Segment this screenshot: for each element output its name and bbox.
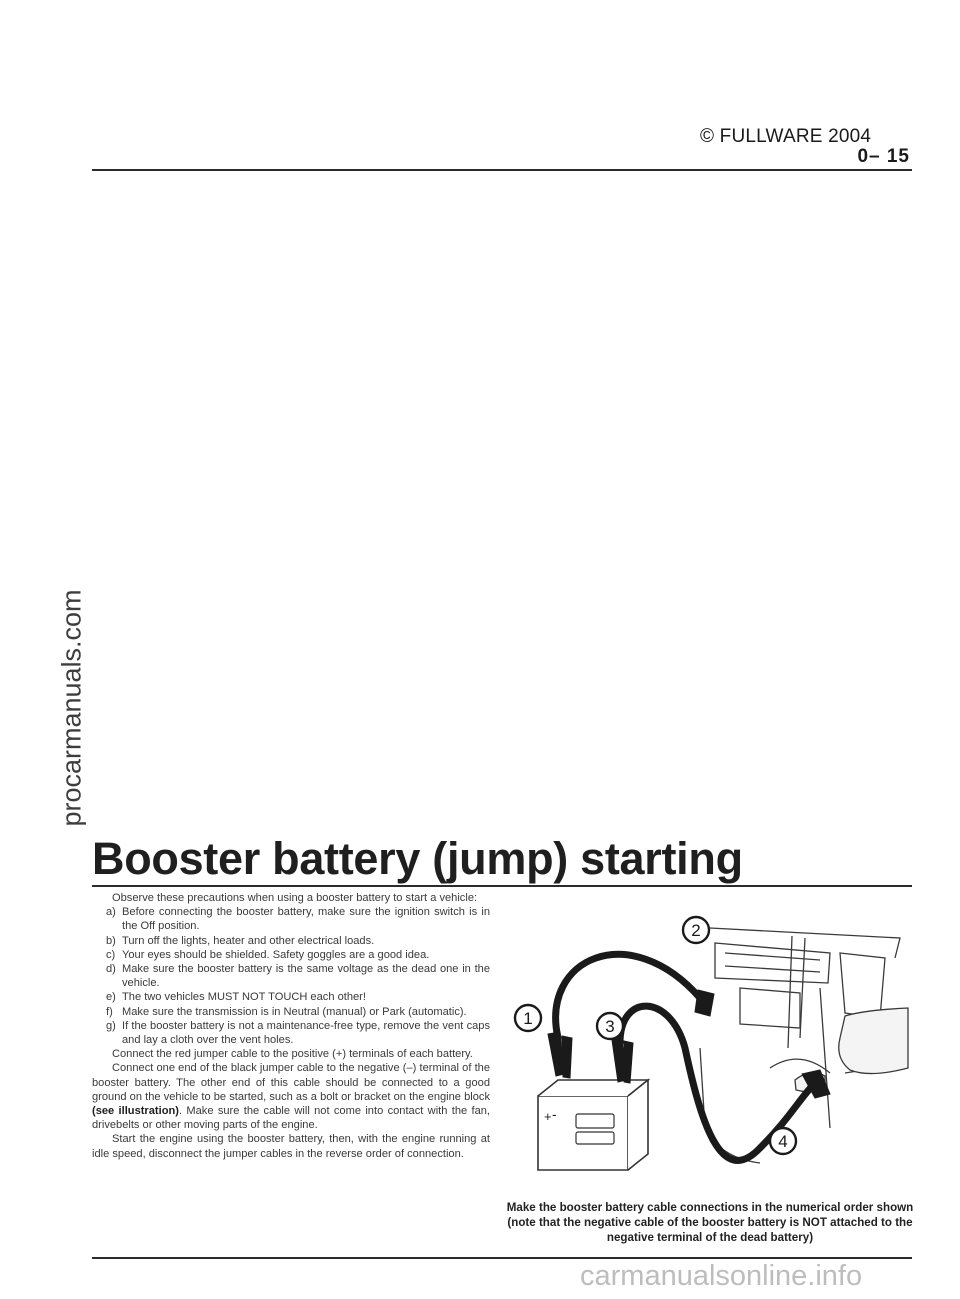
list-marker: b) [106,934,116,947]
jump-start-illustration: + - 1 2 3 4 [513,915,909,1171]
list-marker: d) [106,963,116,976]
title-rule [92,885,912,887]
black-cable-paragraph: Connect one end of the black jumper cabl… [92,1061,490,1132]
battery-minus-label: - [552,1106,557,1122]
list-marker: a) [106,906,116,919]
bottom-watermark: carmanualsonline.info [580,1260,863,1292]
body-text: Observe these precautions when using a b… [92,891,490,1161]
callout-3: 3 [595,1011,625,1041]
illustration-reference: (see illustration) [92,1105,179,1118]
cable-clamps [547,989,831,1099]
black-cable-text: Connect one end of the black jumper cabl… [92,1062,490,1103]
callout-1-label: 1 [523,1009,532,1028]
footer-rule [92,1257,912,1259]
black-cable-text-end: . Make sure the cable will not come into… [92,1105,491,1132]
precaution-text: Make sure the booster battery is the sam… [122,963,490,990]
callout-2: 2 [681,915,711,945]
precautions-list: a) Before connecting the booster battery,… [92,905,490,1047]
start-paragraph: Start the engine using the booster batte… [92,1133,490,1160]
precaution-item: a) Before connecting the booster battery,… [106,905,490,933]
precaution-text: Your eyes should be shielded. Safety gog… [122,948,430,961]
list-marker: c) [106,948,116,961]
page-number: 0– 15 [857,146,910,167]
callout-1: 1 [513,1003,543,1033]
booster-battery: + - [537,1078,651,1171]
list-marker: f) [106,1005,113,1018]
list-marker: e) [106,991,116,1004]
callout-4-label: 4 [778,1132,787,1151]
positive-cable [552,951,704,1042]
section-title: Booster battery (jump) starting [92,833,743,884]
precaution-item: f) Make sure the transmission is in Neutr… [106,1005,490,1019]
side-watermark: procarmanuals.com [56,589,87,827]
precaution-item: b) Turn off the lights, heater and other … [106,934,490,948]
precaution-text: Turn off the lights, heater and other el… [122,934,375,947]
negative-cable [616,1002,819,1164]
precaution-item: e) The two vehicles MUST NOT TOUCH each o… [106,990,490,1004]
callout-3-label: 3 [605,1017,614,1036]
precaution-text: If the booster battery is not a maintena… [122,1019,490,1047]
precaution-text: Before connecting the booster battery, m… [122,906,490,933]
jumper-cables [552,951,819,1164]
precaution-item: d) Make sure the booster battery is the s… [106,962,490,990]
precaution-item: g) If the booster battery is not a mainte… [106,1019,490,1047]
battery-plus-label: + [544,1109,552,1124]
header-rule [92,169,912,171]
figure-caption: Make the booster battery cable connectio… [506,1201,914,1244]
precaution-text: The two vehicles MUST NOT TOUCH each oth… [122,991,366,1004]
header-copyright: © FULLWARE 2004 [700,126,872,147]
intro-paragraph: Observe these precautions when using a b… [112,892,478,904]
precaution-text: Make sure the transmission is in Neutral… [122,1005,467,1018]
precaution-item: c) Your eyes should be shielded. Safety g… [106,948,490,962]
callout-4: 4 [768,1126,798,1156]
red-cable-paragraph: Connect the red jumper cable to the posi… [112,1048,473,1061]
callout-2-label: 2 [691,921,700,940]
list-marker: g) [106,1019,116,1032]
